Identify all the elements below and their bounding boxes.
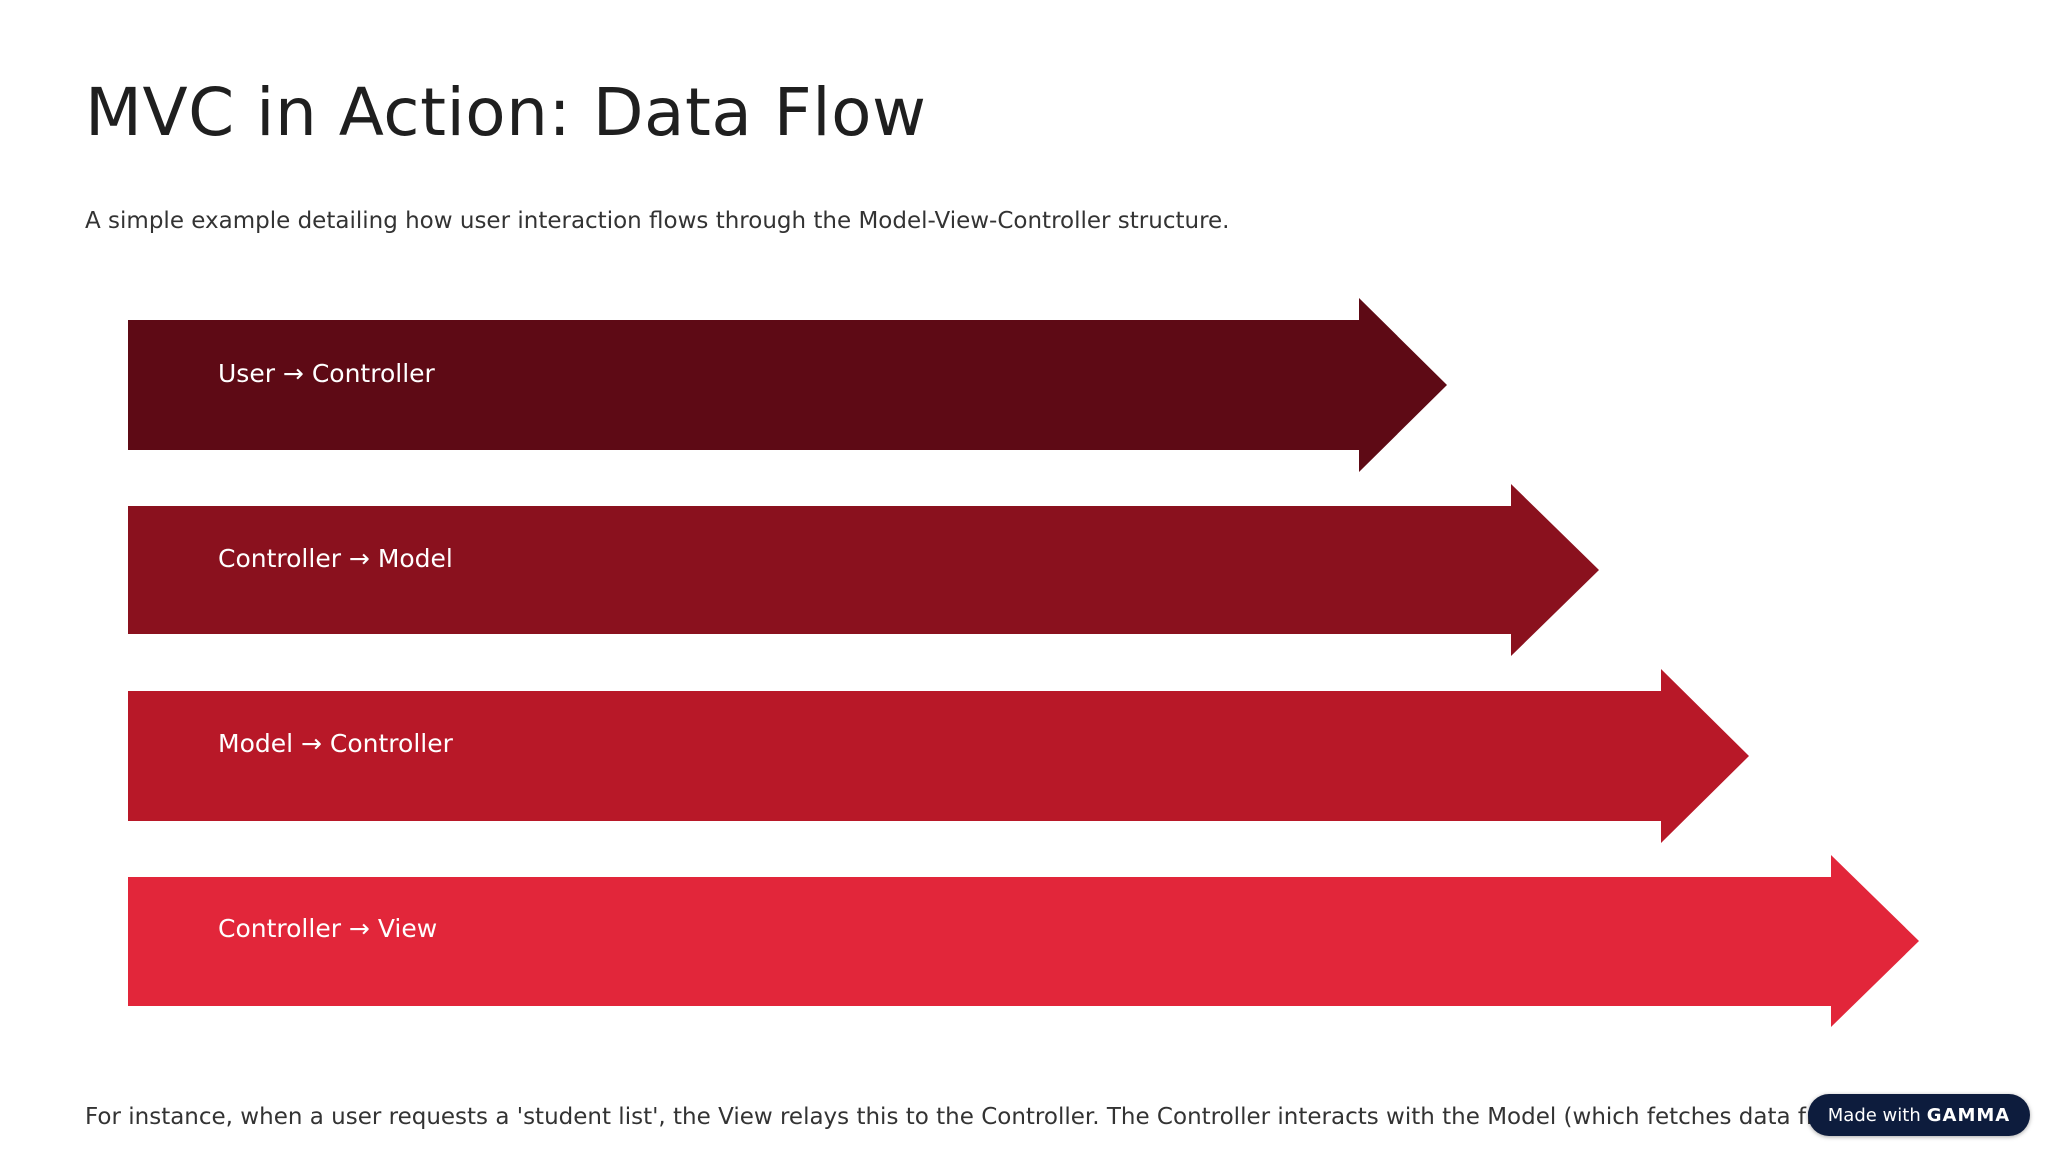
- arrow-controller-view: [128, 855, 1919, 1027]
- page-subtitle: A simple example detailing how user inte…: [85, 208, 1230, 234]
- arrow-label-controller-view: Controller → View: [218, 914, 438, 943]
- arrow-label-model-controller: Model → Controller: [218, 729, 453, 758]
- arrow-label-user-controller: User → Controller: [218, 359, 435, 388]
- arrow-controller-model: [128, 484, 1599, 656]
- arrow-label-controller-model: Controller → Model: [218, 544, 453, 573]
- footer-paragraph: For instance, when a user requests a 'st…: [85, 1104, 2027, 1130]
- arrow-user-controller: [128, 298, 1447, 472]
- arrow-model-controller: [128, 669, 1749, 843]
- badge-prefix: Made with: [1827, 1104, 1921, 1126]
- gamma-logo-icon: GAMMA: [1926, 1104, 2011, 1126]
- made-with-gamma-badge[interactable]: Made with GAMMA: [1808, 1094, 2030, 1136]
- page-title: MVC in Action: Data Flow: [85, 74, 927, 151]
